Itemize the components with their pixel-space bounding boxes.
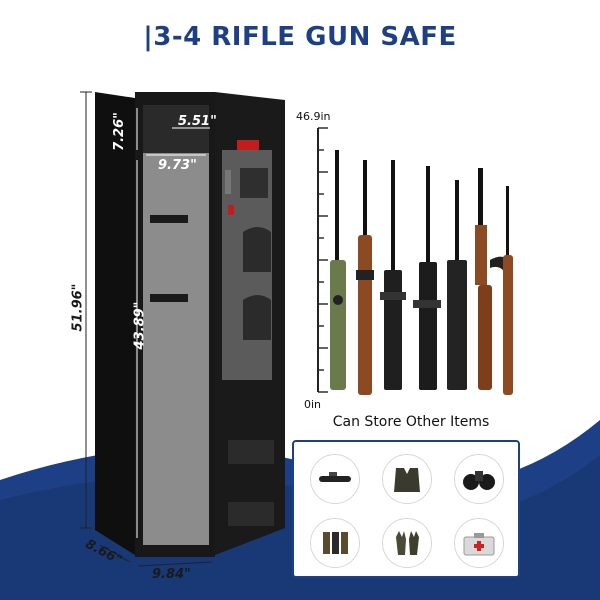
binoculars-icon bbox=[454, 454, 504, 504]
dim-shelf-depth: 5.51" bbox=[178, 114, 217, 129]
dim-width: 9.84" bbox=[152, 567, 191, 582]
storage-items-panel bbox=[292, 440, 520, 578]
scope-icon bbox=[310, 454, 360, 504]
dim-inner-width: 9.73" bbox=[158, 158, 197, 173]
storage-title: Can Store Other Items bbox=[332, 414, 490, 430]
first-aid-kit-icon bbox=[454, 518, 504, 568]
page-title: |3-4 RIFLE GUN SAFE bbox=[143, 22, 457, 52]
ruler-bottom-label: 0in bbox=[304, 398, 322, 411]
gloves-icon bbox=[382, 518, 432, 568]
tactical-vest-icon bbox=[382, 454, 432, 504]
magazines-icon bbox=[310, 518, 360, 568]
ruler-top-label: 46.9in bbox=[296, 110, 331, 123]
